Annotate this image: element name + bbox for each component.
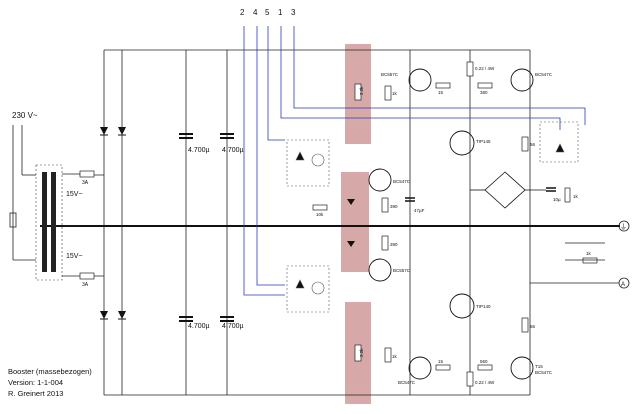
svg-text:390: 390: [390, 204, 398, 209]
resistor-022-bottom: [466, 371, 474, 387]
power-bot-label: TIP140: [476, 304, 491, 309]
control-wires: [243, 26, 586, 296]
caption-version: Version: 1-1-004: [8, 378, 64, 387]
svg-text:1k: 1k: [392, 354, 398, 359]
resistor-390-a: [381, 197, 389, 213]
highlight-middle: [341, 172, 369, 272]
transistor-bottom-right: [510, 356, 534, 380]
caption-title: Booster (massebezogen): [8, 367, 92, 376]
input-label-3: 3: [291, 8, 296, 17]
svg-text:2.2k: 2.2k: [359, 348, 364, 357]
transistor-bottom-left: [408, 356, 432, 380]
svg-text:56: 56: [530, 324, 536, 329]
svg-text:0.22 / 4W: 0.22 / 4W: [475, 380, 495, 385]
resistor-380: [477, 82, 493, 89]
fuse-top: [79, 170, 95, 178]
resistor-560: [477, 364, 493, 371]
resistor-top-22k: [354, 83, 362, 101]
q-mid-bot-label: BC557C: [393, 268, 411, 273]
transformer-top-label: 15V~: [66, 191, 83, 198]
highlight-regions: [341, 44, 371, 404]
resistor-10k: [312, 204, 328, 211]
optocoupler-bottom: [286, 265, 330, 313]
q-bot-right-a-label: T15: [535, 364, 543, 369]
svg-text:15: 15: [438, 359, 444, 364]
resistor-labels: 2.2k 2.2k 1k 1k 0.22 / 4W 0.22 / 4W 15 3…: [316, 66, 592, 385]
mains-fuse: [9, 212, 17, 228]
resistor-022-top: [466, 61, 474, 77]
output-terminals: [530, 220, 630, 289]
resistor-1k-c: [564, 187, 571, 203]
caption-block: Booster (massebezogen) Version: 1-1-004 …: [8, 366, 92, 399]
svg-text:560: 560: [480, 359, 488, 364]
q-top-right-label: BC547C: [535, 72, 553, 77]
transistor-power-bottom: [449, 293, 475, 319]
output-a-symbol: A: [621, 282, 625, 288]
resistor-15-bottom: [435, 364, 451, 371]
mains-input: [9, 125, 36, 261]
diode-bridge: [470, 171, 546, 209]
svg-text:0.22 / 4W: 0.22 / 4W: [475, 66, 495, 71]
resistor-56-bottom: [521, 317, 529, 333]
svg-text:2.2k: 2.2k: [359, 86, 364, 95]
transistor-mid-bottom: [368, 258, 392, 282]
svg-text:380: 380: [480, 90, 488, 95]
resistor-1k-d: [582, 257, 598, 264]
ground-terminal: [618, 220, 630, 232]
mains-voltage-label: 230 V~: [12, 111, 38, 120]
small-cap1-label: 47µF: [414, 208, 425, 213]
transistors: [368, 68, 534, 380]
q-bot-left-label: BC547C: [398, 380, 416, 385]
rails: [103, 49, 531, 396]
q-bot-right-b-label: BC547C: [535, 370, 553, 375]
input-label-5: 5: [265, 8, 270, 17]
svg-text:56: 56: [530, 142, 536, 147]
resistor-390-b: [381, 235, 389, 251]
transistor-power-top: [449, 130, 475, 156]
led-stack: [347, 199, 355, 247]
power-top-label: TIP145: [476, 139, 491, 144]
fuse-bottom: [79, 272, 95, 280]
q-top-left-label: BC557C: [381, 72, 399, 77]
resistor-bottom-22k: [354, 344, 362, 362]
caption-author: R. Greinert 2013: [8, 389, 64, 398]
fuse-bottom-label: 3A: [82, 282, 89, 288]
fuse-top-label: 3A: [82, 180, 89, 186]
control-input-labels: 2 4 5 1 3: [240, 8, 296, 17]
transistor-mid-top: [368, 168, 392, 192]
cap1-label: 4.700µ: [188, 147, 210, 154]
resistors: [312, 61, 598, 387]
input-label-1: 1: [278, 8, 283, 17]
resistor-15-top: [435, 82, 451, 89]
optocoupler-right: [539, 121, 579, 163]
svg-text:15: 15: [438, 90, 444, 95]
filter-capacitors: [179, 133, 234, 322]
input-label-4: 4: [253, 8, 258, 17]
optocoupler-top: [286, 139, 330, 187]
input-label-2: 2: [240, 8, 245, 17]
svg-text:1k: 1k: [573, 194, 579, 199]
transistor-top-right: [510, 68, 534, 92]
cap2-label: 4.700µ: [222, 147, 244, 154]
svg-text:10k: 10k: [316, 212, 324, 217]
transformer-bottom-label: 15V~: [66, 253, 83, 260]
small-capacitors: [405, 187, 556, 202]
svg-text:1k: 1k: [586, 251, 592, 256]
transformer: [35, 164, 63, 281]
cap4-label: 4.700µ: [222, 323, 244, 330]
svg-text:1k: 1k: [392, 91, 398, 96]
transistor-top-left: [408, 68, 432, 92]
resistor-1k-b: [384, 347, 392, 363]
svg-text:390: 390: [390, 242, 398, 247]
cap3-label: 4.700µ: [188, 323, 210, 330]
resistor-1k-a: [384, 85, 392, 101]
resistor-56-top: [521, 136, 529, 152]
small-cap2-label: 10µ: [553, 197, 561, 202]
q-mid-top-label: BC547C: [393, 179, 411, 184]
ground-symbol: ⏚: [620, 223, 627, 231]
